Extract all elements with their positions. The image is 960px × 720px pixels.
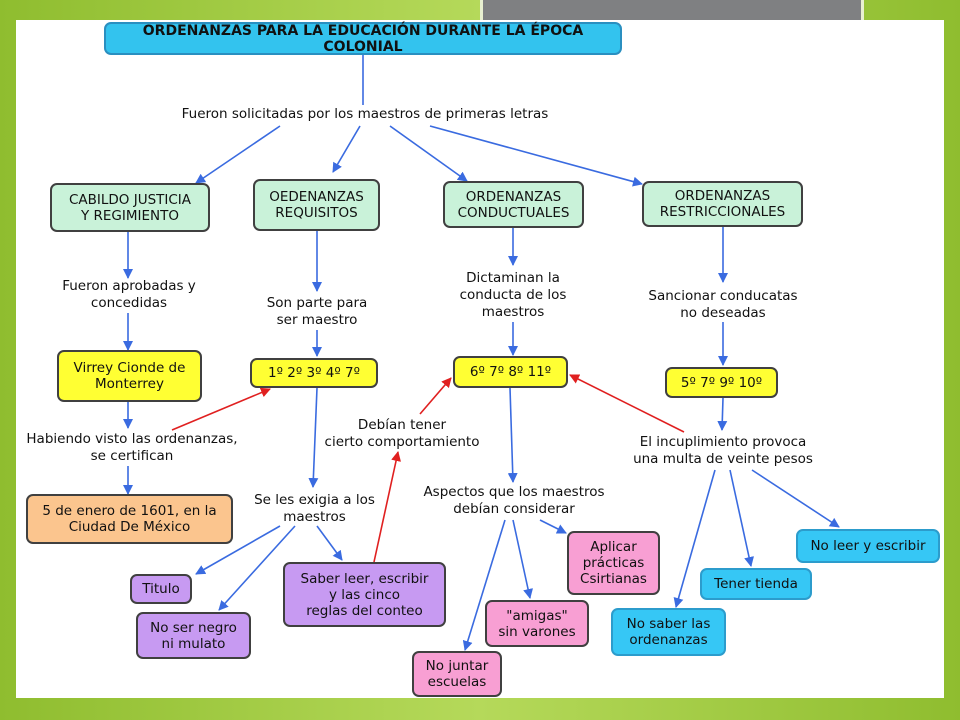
label-incumplimiento: El incuplimiento provoca una multa de ve… <box>633 434 813 467</box>
titulo-node: Titulo <box>130 574 192 604</box>
no-negro-node: No ser negro ni mulato <box>136 612 251 659</box>
link-aspectos-aplicar <box>539 519 567 534</box>
link-condnums-aspectos <box>507 387 518 483</box>
label-solicitadas: Fueron solicitadas por los maestros de p… <box>181 106 549 122</box>
label-dictaminan: Dictaminan la conducta de los maestros <box>459 270 567 320</box>
aplicar-node: Aplicar prácticas Csirtianas <box>567 531 660 595</box>
link-aspectos-amigas <box>512 519 533 599</box>
link-solicitadas-requisitos <box>332 125 361 173</box>
no-leer-node: No leer y escribir <box>796 529 940 563</box>
link-debian-condnums <box>419 377 452 415</box>
conductuales-numbers-node: 6º 7º 8º 11º <box>453 356 568 388</box>
no-juntar-node: No juntar escuelas <box>412 651 502 697</box>
conductuales-node: ORDENANZAS CONDUCTUALES <box>443 181 584 228</box>
link-solicitadas-conductuales <box>389 125 468 182</box>
link-exigia-titulo <box>195 525 281 575</box>
slide-top-strip <box>480 0 864 22</box>
link-incumplimiento-noleer <box>751 469 840 528</box>
link-exigia-saberleer <box>316 525 343 561</box>
link-solicitadas-cabildo <box>195 125 281 184</box>
cabildo-node: CABILDO JUSTICIA Y REGIMIENTO <box>50 183 210 232</box>
link-saberleer-debian <box>373 451 401 563</box>
title-node: ORDENANZAS PARA LA EDUCACIÓN DURANTE LA … <box>104 22 622 55</box>
no-saber-node: No saber las ordenanzas <box>611 608 726 656</box>
restriccionales-node: ORDENANZAS RESTRICCIONALES <box>642 181 803 227</box>
label-aprobadas: Fueron aprobadas y concedidas <box>62 278 196 311</box>
label-exigia: Se les exigia a los maestros <box>254 492 375 525</box>
link-incumplimiento-nosaber <box>673 469 716 608</box>
label-parte: Son parte para ser maestro <box>266 295 368 328</box>
link-restnums-incumplimiento <box>717 397 728 431</box>
label-aspectos: Aspectos que los maestros debían conside… <box>423 484 605 517</box>
link-exigia-nonegro <box>218 525 296 611</box>
restriccionales-numbers-node: 5º 7º 9º 10º <box>665 367 778 398</box>
label-debian-tener: Debían tener cierto comportamiento <box>324 417 480 450</box>
link-reqnums-exigia <box>308 387 319 488</box>
fecha-node: 5 de enero de 1601, en la Ciudad De Méxi… <box>26 494 233 544</box>
link-incumplimiento-condnums <box>569 374 685 433</box>
label-habiendo: Habiendo visto las ordenanzas, se certif… <box>26 431 238 464</box>
amigas-node: "amigas" sin varones <box>485 600 589 647</box>
tienda-node: Tener tienda <box>700 568 812 600</box>
link-habiendo-reqnums <box>171 387 271 431</box>
label-sancionar: Sancionar conducatas no deseadas <box>648 288 798 321</box>
link-solicitadas-restriccionales <box>429 125 643 187</box>
requisitos-node: OEDENANZAS REQUISITOS <box>253 179 380 231</box>
saber-leer-node: Saber leer, escribir y las cinco reglas … <box>283 562 446 627</box>
link-aspectos-nojuntar <box>462 519 506 651</box>
requisitos-numbers-node: 1º 2º 3º 4º 7º <box>250 358 378 388</box>
virrey-node: Virrey Cionde de Monterrey <box>57 350 202 402</box>
link-incumplimiento-tienda <box>729 469 754 567</box>
